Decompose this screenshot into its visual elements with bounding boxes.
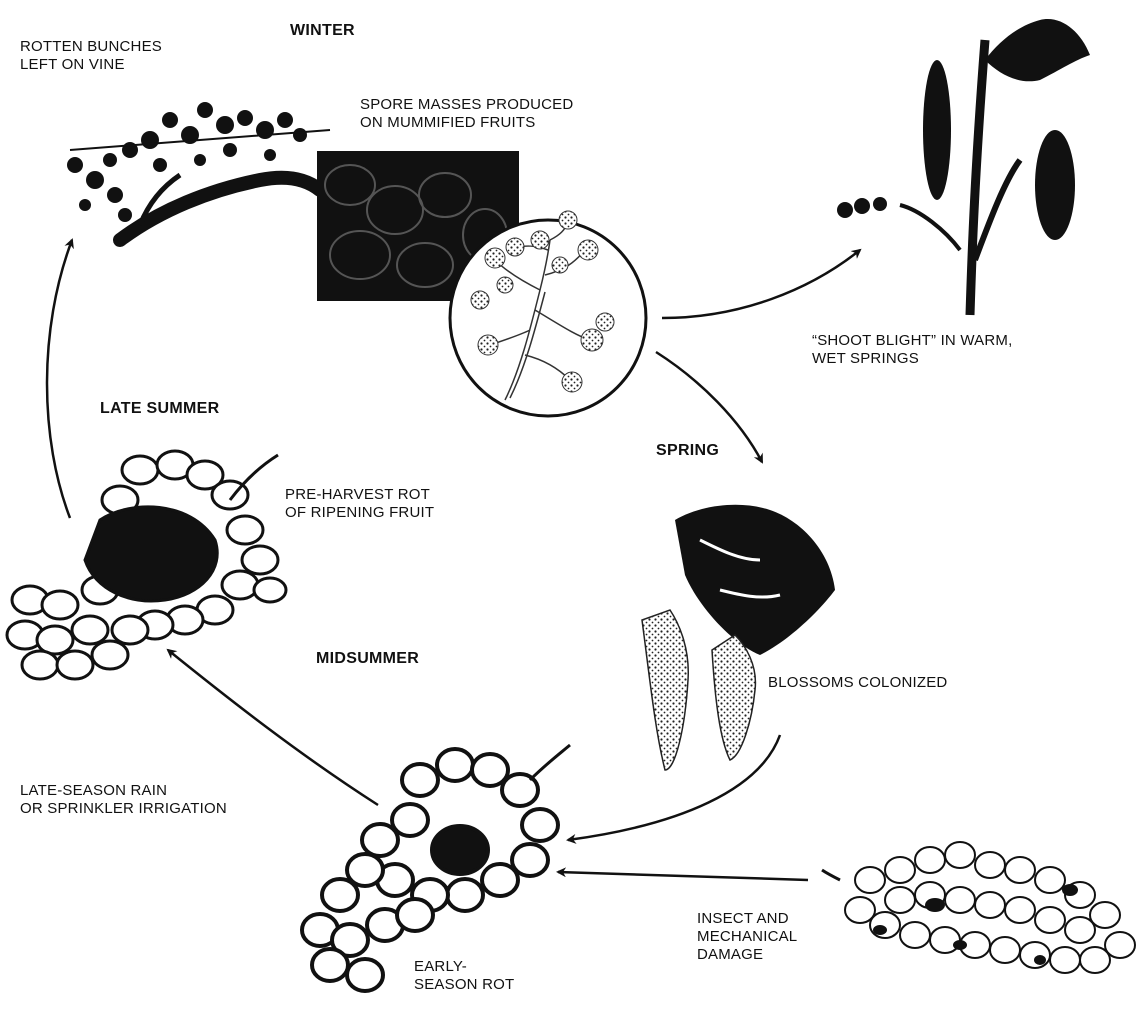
label-insect-mechanical-damage: INSECT AND MECHANICAL DAMAGE xyxy=(697,910,797,964)
season-spring: SPRING xyxy=(656,442,719,460)
rotten-vine-illustration xyxy=(67,102,330,240)
shoot-blight-illustration xyxy=(837,19,1090,315)
label-pre-harvest-rot: PRE-HARVEST ROT OF RIPENING FRUIT xyxy=(285,486,434,522)
arrow-circle-to-shoot-blight xyxy=(662,250,860,318)
season-late-summer: LATE SUMMER xyxy=(100,400,219,418)
label-shoot-blight: “SHOOT BLIGHT” IN WARM, WET SPRINGS xyxy=(812,332,1012,368)
label-early-season-rot: EARLY- SEASON ROT xyxy=(414,958,514,994)
label-rotten-bunches: ROTTEN BUNCHES LEFT ON VINE xyxy=(20,38,162,74)
season-winter: WINTER xyxy=(290,22,355,40)
label-late-season-rain: LATE-SEASON RAIN OR SPRINKLER IRRIGATION xyxy=(20,782,227,818)
blossoms-illustration xyxy=(642,505,835,770)
season-midsummer: MIDSUMMER xyxy=(316,650,419,668)
ripening-cluster-illustration xyxy=(7,451,286,679)
arrow-insect-to-early-rot xyxy=(558,872,808,880)
label-blossoms-colonized: BLOSSOMS COLONIZED xyxy=(768,674,947,692)
arrow-late-summer-to-winter xyxy=(47,240,72,518)
damaged-cluster-illustration xyxy=(822,842,1135,973)
label-spore-masses: SPORE MASSES PRODUCED ON MUMMIFIED FRUIT… xyxy=(360,96,573,132)
